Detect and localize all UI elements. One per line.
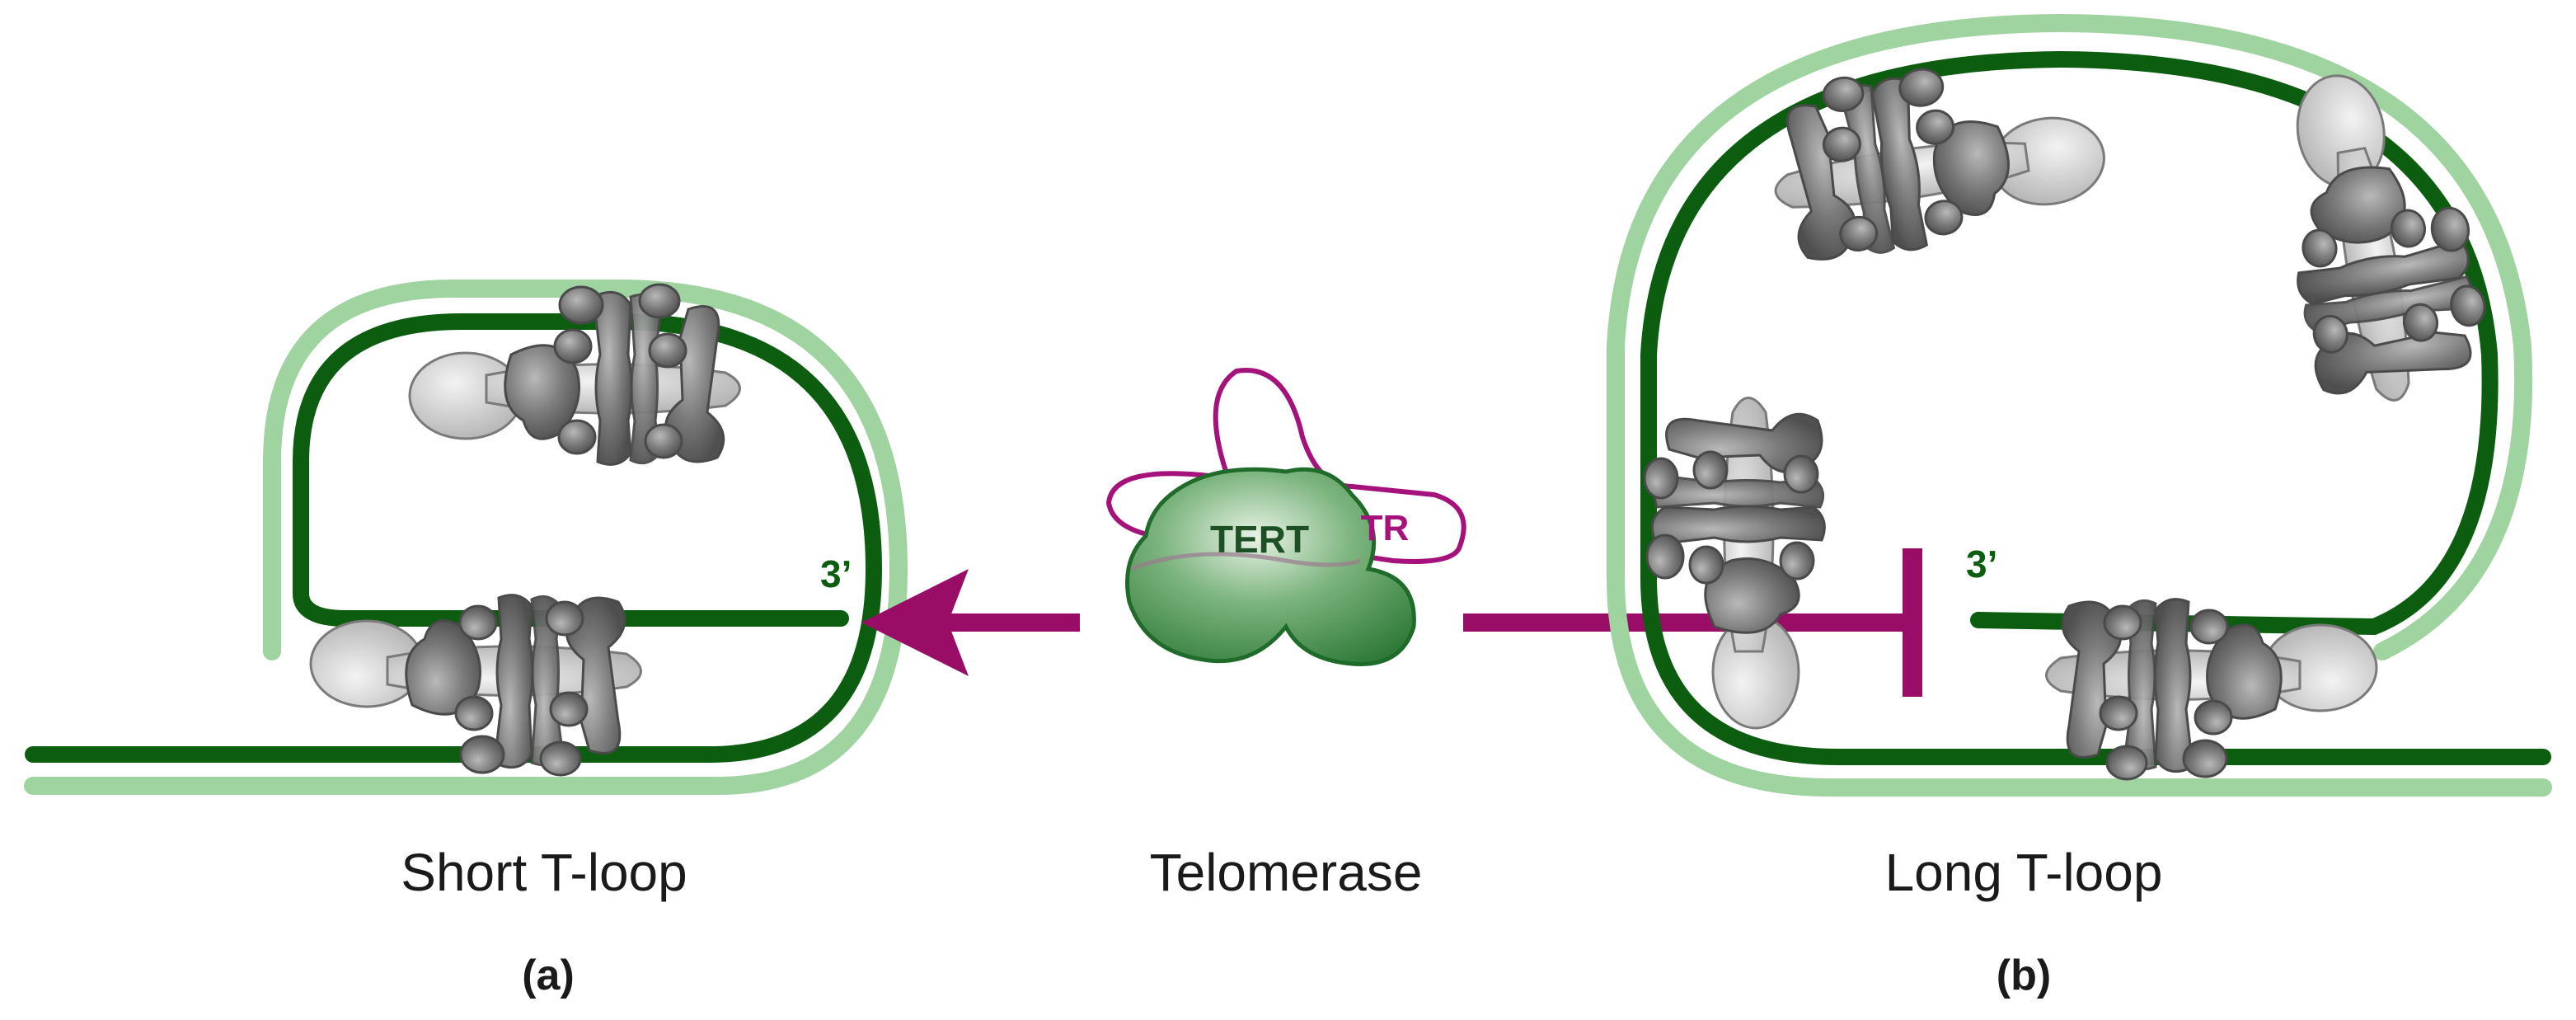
panel-a-3prime-label: 3’	[820, 552, 852, 595]
panel-b-3prime-label: 3’	[1966, 543, 1997, 585]
tr-rna-loop	[1105, 368, 1466, 564]
panel-b-long-t-loop: 3’ Long T-loop (b)	[1607, 13, 2552, 999]
panel-b-protein-cluster-top-right	[2262, 55, 2499, 415]
panel-a-protein-cluster-top	[408, 283, 741, 466]
tr-label: TR	[1361, 508, 1410, 548]
panel-a-caption: Short T-loop	[401, 843, 687, 902]
panel-a-letter: (a)	[522, 952, 575, 999]
panel-b-protein-cluster-top-left	[1760, 41, 2115, 269]
telomerase-caption: Telomerase	[1150, 843, 1423, 902]
panel-b-letter: (b)	[1997, 952, 2051, 999]
panel-b-caption: Long T-loop	[1885, 843, 2163, 902]
tert-enzyme	[1125, 467, 1416, 666]
panel-a-short-t-loop: 3’ Short T-loop (a)	[24, 280, 908, 999]
panel-b-dna-outer-strand	[1607, 13, 2552, 797]
activation-arrow	[861, 569, 1080, 676]
tert-label: TERT	[1210, 518, 1309, 561]
panel-b-dna-inner-strand	[1640, 50, 2551, 765]
panel-a-dna-outer-strand	[24, 280, 908, 795]
inhibition-arrow	[1463, 548, 1922, 697]
telomerase-complex: TERT TR Telomerase	[1105, 368, 1466, 902]
panel-a-dna-inner-strand	[25, 313, 883, 763]
